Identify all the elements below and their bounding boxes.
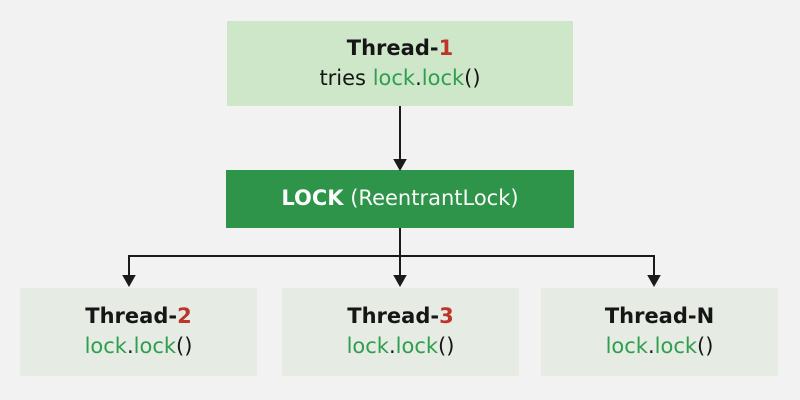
code-object: lock: [605, 334, 648, 358]
thread-2-box: Thread-2 lock.lock(): [20, 288, 257, 376]
arrowhead-right: [647, 275, 661, 287]
thread-n-code-line: lock.lock(): [606, 332, 714, 362]
thread-2-code-line: lock.lock(): [85, 332, 193, 362]
lock-label: LOCK: [281, 186, 344, 211]
code-dot: .: [388, 334, 396, 358]
thread-number: 2: [177, 304, 192, 329]
thread-3-title: Thread-3: [347, 302, 453, 332]
arrowhead-center: [393, 275, 407, 287]
branch-rail: [128, 255, 655, 276]
arrowhead-left: [122, 275, 136, 287]
code-parens: (): [176, 334, 193, 358]
action-verb: tries: [319, 65, 373, 90]
thread-2-title: Thread-2: [85, 302, 191, 332]
code-parens: (): [464, 65, 481, 90]
thread-number: 1: [438, 35, 454, 60]
thread-label: Thread-: [347, 304, 440, 329]
code-dot: .: [647, 334, 655, 358]
code-object: lock: [346, 334, 389, 358]
thread-label: Thread-: [346, 35, 439, 60]
thread-1-box: Thread-1 tries lock.lock(): [227, 21, 573, 106]
thread-n-box: Thread-N lock.lock(): [541, 288, 778, 376]
code-dot: .: [415, 65, 422, 90]
thread-n-title: Thread-N: [605, 302, 714, 332]
code-parens: (): [697, 334, 714, 358]
thread-3-box: Thread-3 lock.lock(): [282, 288, 519, 376]
thread-number: N: [696, 304, 715, 329]
code-method: lock: [395, 334, 439, 358]
thread-1-title: Thread-1: [347, 34, 453, 64]
code-object: lock: [372, 65, 416, 90]
lock-type-label: (ReentrantLock): [343, 186, 519, 211]
code-parens: (): [438, 334, 455, 358]
code-method: lock: [654, 334, 698, 358]
thread-1-code-line: tries lock.lock(): [319, 64, 480, 94]
thread-label: Thread-: [604, 304, 697, 329]
thread-3-code-line: lock.lock(): [347, 332, 455, 362]
code-method: lock: [421, 65, 465, 90]
code-dot: .: [126, 334, 134, 358]
code-object: lock: [84, 334, 127, 358]
thread-label: Thread-: [85, 304, 178, 329]
thread-number: 3: [439, 304, 454, 329]
lock-box: LOCK (ReentrantLock): [226, 170, 574, 228]
code-method: lock: [133, 334, 177, 358]
